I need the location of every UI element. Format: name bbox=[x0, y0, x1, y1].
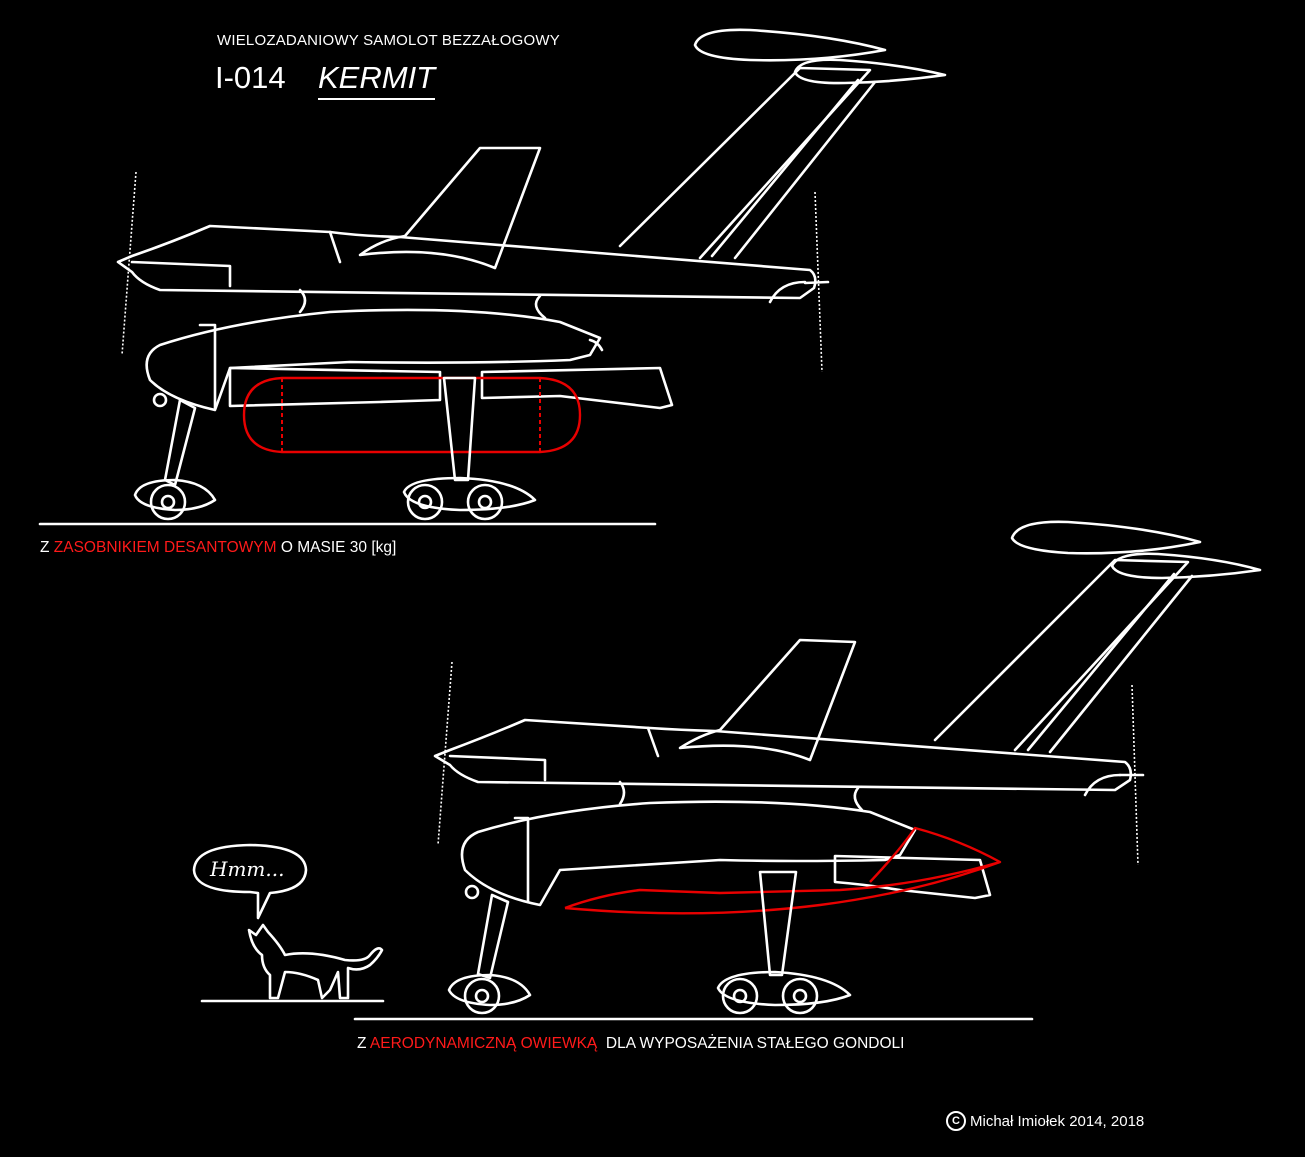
wingtip-pod-bottom-2 bbox=[1110, 552, 1262, 580]
caption-bottom-suffix: DLA WYPOSAŻENIA STAŁEGO GONDOLI bbox=[597, 1035, 905, 1052]
aircraft-code: I-014 bbox=[215, 60, 286, 95]
caption-top: Z ZASOBNIKIEM DESANTOWYM O MASIE 30 [kg] bbox=[40, 539, 396, 557]
main-wheels-top bbox=[402, 476, 537, 512]
caption-top-prefix: Z bbox=[40, 539, 54, 556]
aircraft-name: KERMIT bbox=[318, 60, 436, 100]
fin-top bbox=[358, 146, 542, 270]
wingtip-pod-bottom-1 bbox=[1010, 520, 1202, 555]
subtitle: WIELOZADANIOWY SAMOLOT BEZZAŁOGOWY bbox=[217, 32, 560, 49]
caption-bottom: Z AERODYNAMICZNĄ OWIEWKĄ DLA WYPOSAŻENIA… bbox=[357, 1035, 905, 1053]
drop-container bbox=[242, 376, 582, 454]
main-wheels-bottom bbox=[716, 970, 852, 1007]
cat-illustration bbox=[192, 843, 385, 1003]
nose-wheel-top bbox=[133, 478, 217, 512]
cat-icon bbox=[247, 923, 384, 1000]
aircraft-top bbox=[38, 28, 947, 526]
caption-top-suffix: O MASIE 30 [kg] bbox=[276, 539, 397, 556]
caption-bottom-prefix: Z bbox=[357, 1035, 370, 1052]
upper-fuselage-top bbox=[116, 224, 817, 300]
caption-top-highlight: ZASOBNIKIEM DESANTOWYM bbox=[53, 539, 277, 556]
front-propeller-bottom bbox=[437, 661, 453, 846]
aerodynamic-fairing bbox=[564, 826, 1002, 910]
front-propeller-top bbox=[121, 171, 137, 356]
copyright-icon: C bbox=[946, 1111, 966, 1131]
copyright: C Michał Imiołek 2014, 2018 bbox=[946, 1111, 1144, 1131]
upper-fuselage-bottom bbox=[433, 718, 1133, 792]
wingtip-pod-top-1 bbox=[693, 28, 887, 62]
copyright-text: Michał Imiołek 2014, 2018 bbox=[970, 1112, 1145, 1130]
speech-bubble-text: Hmm... bbox=[210, 857, 285, 881]
caption-bottom-highlight: AERODYNAMICZNĄ OWIEWKĄ bbox=[369, 1035, 598, 1052]
gondola-top bbox=[145, 308, 602, 412]
aircraft-bottom bbox=[353, 520, 1262, 1021]
gondola-bottom bbox=[460, 800, 917, 907]
speech-bubble bbox=[192, 843, 308, 920]
wingtip-pod-top-2 bbox=[793, 58, 947, 85]
wing-top bbox=[618, 66, 872, 260]
nose-wheel-bottom bbox=[447, 973, 532, 1007]
fin-bottom bbox=[678, 638, 857, 762]
wing-bottom bbox=[933, 558, 1190, 752]
